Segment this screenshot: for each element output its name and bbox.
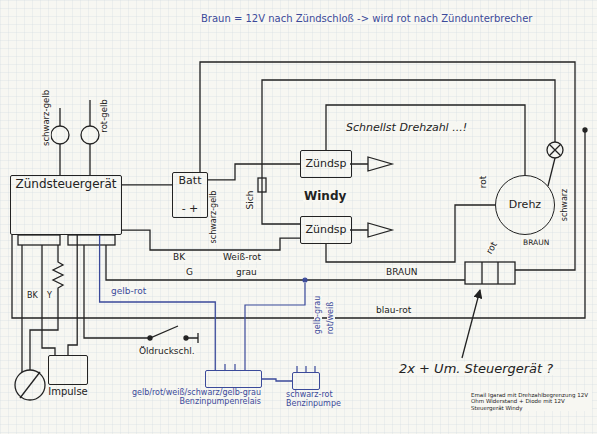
wire-connector	[68, 235, 77, 355]
switch-contact	[148, 336, 152, 340]
node-text: Zündsp	[305, 158, 346, 170]
oil-switch	[84, 245, 198, 343]
ignition-coil-box: Zündsp	[300, 150, 352, 178]
blue-wires	[225, 278, 315, 372]
spark-plug-symbol	[350, 157, 392, 171]
fuel-pump-relay-plug: gelb/rot/weiß/schwarz/gelb-grauBenzinpum…	[205, 370, 262, 388]
node-text: Impulse	[48, 386, 88, 397]
wire-label: Weiß-rot	[222, 253, 262, 262]
resistor-wire	[30, 245, 63, 370]
wire-connector	[326, 105, 525, 175]
note-text: Schnellst Drehzahl ...!	[345, 122, 468, 133]
plug-tab	[18, 235, 60, 245]
weiss-rot-wire	[262, 172, 300, 224]
wire-end	[583, 128, 587, 132]
question-note: 2x + Um. Steuergerät ?	[398, 362, 554, 375]
wire-label: rot/weiß	[327, 301, 335, 336]
pulse-sensor-box: Impulse	[48, 355, 88, 385]
node-text: - +	[182, 203, 199, 215]
wire-joint	[303, 278, 307, 282]
text-wrap: Zündsp	[301, 151, 351, 177]
wire-connector	[262, 379, 292, 381]
wire-label: gelb-rot	[110, 287, 147, 296]
text-wrap: Drehz	[496, 176, 554, 234]
fuel-pump-plug: schwarz-rotBenzinpumpe	[292, 372, 320, 390]
fuse-label: Sich	[246, 190, 255, 211]
node-text: Zündsp	[305, 224, 346, 236]
wire-label: G	[185, 268, 194, 277]
wire-label: blau-rot	[375, 306, 412, 315]
wire-label: rot-gelb	[100, 98, 109, 133]
plug-tab	[68, 235, 115, 245]
battery-box: Batt - +	[172, 172, 208, 218]
node-text: Drehz	[509, 199, 541, 211]
lamp-cross	[549, 144, 561, 156]
control-unit-box: Zündsteuergerät	[10, 175, 122, 235]
wire-label: Y	[46, 292, 53, 300]
wire-connector	[122, 184, 172, 186]
text-wrap: Batt - +	[173, 173, 207, 217]
fuse-wire	[262, 80, 555, 172]
text-wrap: schwarz-rotBenzinpumpe	[286, 391, 341, 409]
connector-block	[465, 262, 515, 284]
question-arrow	[462, 290, 480, 358]
relay-wire	[245, 283, 305, 370]
wire-label: grau	[235, 268, 258, 277]
terminal-wire	[60, 100, 90, 175]
wire-label: rot	[484, 239, 499, 256]
text-wrap: Zündsp	[301, 217, 351, 243]
connector-divider	[482, 262, 498, 284]
switch-label: Öldruckschl.	[138, 347, 196, 356]
blau-rot-wire	[12, 130, 585, 318]
terminal-symbol	[81, 126, 99, 144]
terminal-symbol	[51, 126, 69, 144]
wire-label: BK	[26, 292, 39, 300]
node-text: Zündsteuergerät	[15, 178, 116, 191]
wire-label: schwarz-gelb	[42, 89, 51, 147]
text-wrap: gelb/rot/weiß/schwarz/gelb-grauBenzinpum…	[132, 389, 261, 407]
tachometer-circle: Drehz	[495, 175, 555, 235]
wire-label: BRAUN	[385, 268, 419, 277]
note-text: Braun = 12V nach Zündschloß -> wird rot …	[200, 14, 533, 24]
bk-wire	[21, 245, 22, 372]
wire-label: BRAUN	[522, 239, 550, 247]
sensor-symbol	[15, 370, 45, 400]
text-wrap: Zündsteuergerät	[11, 176, 121, 234]
spark-plug-symbol	[350, 223, 392, 237]
wire-label: rot	[479, 175, 488, 190]
node-text: schwarz-rot	[286, 391, 341, 400]
node-text: gelb/rot/weiß/schwarz/gelb-grau	[132, 389, 261, 398]
wire-label: schwarz-gelb	[210, 190, 218, 245]
sensor-slash	[20, 372, 40, 398]
lamp-wire	[548, 158, 555, 186]
tiny-note: Email Igarad mit Drehzahlbegrenzung 12V …	[470, 392, 592, 411]
switch-contact	[184, 336, 188, 340]
wire-connector	[208, 164, 300, 180]
wire-label: schwarz	[561, 188, 569, 223]
wire-connector	[100, 235, 216, 370]
node-text: Batt	[179, 175, 202, 187]
wire-label: gelb-grau	[314, 295, 322, 336]
node-text: Benzinpumpenrelais	[132, 398, 261, 407]
signature: Windy	[303, 190, 347, 202]
wire-label: BK	[172, 253, 186, 262]
braun-wire	[200, 62, 575, 270]
node-text: Benzinpumpe	[286, 400, 341, 409]
y-wire	[42, 245, 55, 355]
wires	[12, 62, 587, 400]
ignition-coil-box: Zündsp	[300, 216, 352, 244]
lamp-symbol	[547, 142, 563, 158]
text-wrap: Impulse	[48, 386, 88, 397]
